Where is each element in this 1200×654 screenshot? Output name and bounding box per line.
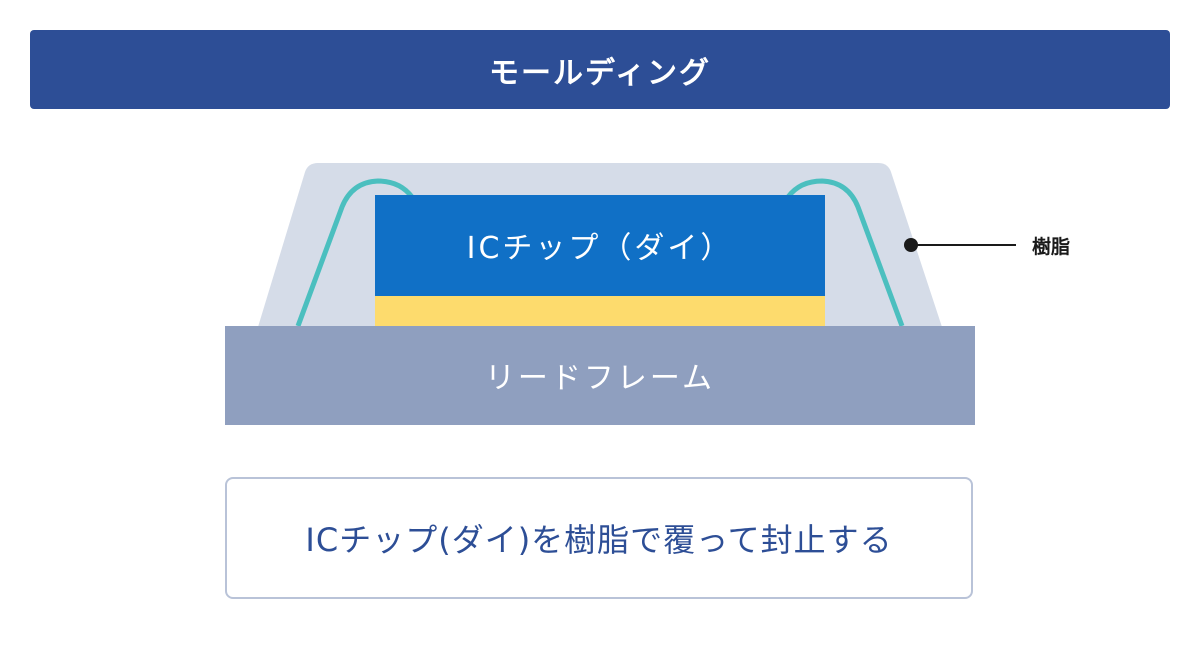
bond-wire-right: [786, 178, 905, 327]
lead-frame: [225, 326, 975, 425]
chip-label: ICチップ（ダイ）: [467, 231, 734, 266]
lead-frame-label: リードフレーム: [485, 361, 715, 396]
resin-label: 樹脂: [1032, 235, 1070, 258]
page-title: モールディング: [489, 55, 711, 91]
caption-box: ICチップ(ダイ)を樹脂で覆って封止する: [225, 477, 973, 599]
title-bar: モールディング: [30, 30, 1170, 109]
caption-text: ICチップ(ダイ)を樹脂で覆って封止する: [305, 521, 893, 559]
bond-wire-left: [295, 178, 414, 327]
die-attach: [375, 296, 825, 326]
ic-chip: [375, 195, 825, 296]
